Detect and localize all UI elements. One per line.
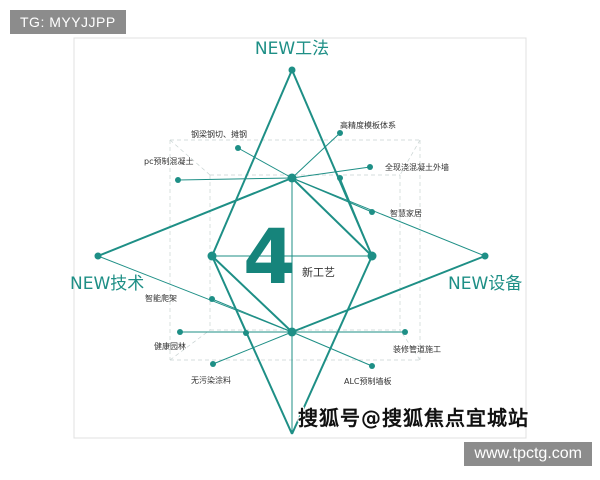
item-label-cutting: 钢梁钢切、摊钢 xyxy=(191,129,247,139)
nodes xyxy=(94,66,489,369)
node-decor xyxy=(402,329,408,335)
grid-line xyxy=(169,139,211,176)
star-edge xyxy=(291,69,373,257)
star-edge xyxy=(291,255,486,333)
node-smart-home xyxy=(369,209,375,215)
item-label-smart-home: 智慧家居 xyxy=(390,208,422,218)
ray-pc xyxy=(177,177,293,181)
node-left-hub xyxy=(207,251,217,261)
node-top xyxy=(288,66,296,74)
background-frame xyxy=(73,37,527,439)
ray-right-upper xyxy=(291,177,486,257)
ray-full-concrete xyxy=(291,166,371,179)
ray-smart-home xyxy=(291,177,373,213)
item-label-garden: 健康园林 xyxy=(154,341,186,351)
node-garden xyxy=(177,329,183,335)
grid-line xyxy=(399,329,421,361)
source-tag: TG: MYYJJPP xyxy=(10,10,126,34)
node-right xyxy=(481,252,489,260)
star-edge xyxy=(211,255,293,333)
center-subtitle: 新工艺 xyxy=(302,265,335,279)
ray-scaffold xyxy=(211,298,293,333)
star-edge xyxy=(291,177,373,257)
node-scaffold xyxy=(209,296,215,302)
node-inner-lower xyxy=(243,330,249,336)
node-right-hub xyxy=(367,251,377,261)
ray-cutting xyxy=(237,147,293,179)
item-label-pc: pc预制混凝土 xyxy=(144,156,193,166)
ray-formwork xyxy=(291,132,341,179)
ray-left-lower xyxy=(97,255,293,333)
node-left xyxy=(94,252,102,260)
node-pc xyxy=(175,177,181,183)
ray-alc xyxy=(291,331,373,367)
grid-line xyxy=(169,329,211,361)
star-edge xyxy=(97,177,293,257)
axis-label-top: NEW工法 xyxy=(255,39,329,59)
watermark: 搜狐号@搜狐焦点宜城站 xyxy=(298,406,529,430)
item-label-alc: ALC预制墙板 xyxy=(344,376,392,386)
site-badge: www.tpctg.com xyxy=(464,442,592,466)
item-label-formwork: 高精度模板体系 xyxy=(340,120,396,130)
star-edge xyxy=(211,255,293,435)
node-formwork xyxy=(337,130,343,136)
node-upper-hub xyxy=(287,173,297,183)
node-paint xyxy=(210,361,216,367)
item-label-scaffold: 智能爬架 xyxy=(145,293,177,303)
axis-label-left: NEW技术 xyxy=(70,274,144,294)
node-alc xyxy=(369,363,375,369)
center-number: 4 xyxy=(243,212,296,301)
axis-label-right: NEW设备 xyxy=(448,274,522,294)
star-edge xyxy=(211,69,293,257)
node-inner xyxy=(337,175,343,181)
frame-border xyxy=(73,37,527,439)
item-label-decor: 装修管道施工 xyxy=(393,344,441,354)
node-full-concrete xyxy=(367,164,373,170)
node-cutting xyxy=(235,145,241,151)
star-outline xyxy=(97,69,486,435)
item-label-paint: 无污染涂料 xyxy=(191,375,231,385)
star-edge xyxy=(291,255,373,435)
item-label-full-concrete: 全现浇混凝土外墙 xyxy=(385,162,449,172)
node-lower-hub xyxy=(287,327,297,337)
